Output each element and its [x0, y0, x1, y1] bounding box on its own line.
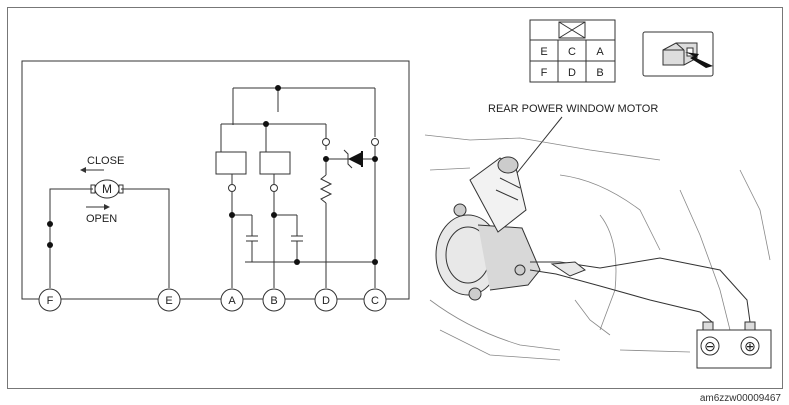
conn-cell-b: B: [596, 67, 603, 79]
conn-cell-c: C: [568, 46, 576, 58]
relay-coil-2: [259, 151, 291, 175]
door-panel-sketch: [424, 134, 771, 361]
diode-icon: [348, 152, 362, 166]
conn-cell-f: F: [541, 67, 548, 79]
terminal-e: E: [165, 295, 172, 307]
battery-negative: ⊖: [704, 338, 716, 354]
terminal-c: C: [371, 295, 379, 307]
open-label: OPEN: [86, 213, 117, 225]
window-motor-sketch: [435, 156, 541, 301]
conn-cell-a: A: [596, 46, 604, 58]
connector-latch: [558, 21, 586, 39]
connector-face: [529, 19, 616, 83]
battery-icon: [696, 321, 772, 369]
terminal-f: F: [47, 295, 54, 307]
schematic: [21, 60, 410, 300]
connector-view-icon: [642, 31, 714, 77]
terminal-b: B: [270, 295, 277, 307]
figure-code: am6zzw00009467: [699, 393, 781, 404]
terminals: [38, 288, 387, 312]
junction-dots: [47, 85, 378, 265]
terminal-a: A: [228, 295, 236, 307]
conn-cell-e: E: [540, 46, 547, 58]
conn-cell-d: D: [568, 67, 576, 79]
terminal-d: D: [322, 295, 330, 307]
battery-positive: ⊕: [744, 338, 756, 354]
close-label: CLOSE: [87, 155, 124, 167]
direction-arrow-icon: [685, 52, 713, 68]
motor-m-label: M: [102, 182, 112, 196]
component-label: REAR POWER WINDOW MOTOR: [488, 103, 658, 115]
relay-coil-1: [215, 151, 247, 175]
harness-wires: [529, 257, 751, 323]
figure-frame: [7, 7, 783, 389]
